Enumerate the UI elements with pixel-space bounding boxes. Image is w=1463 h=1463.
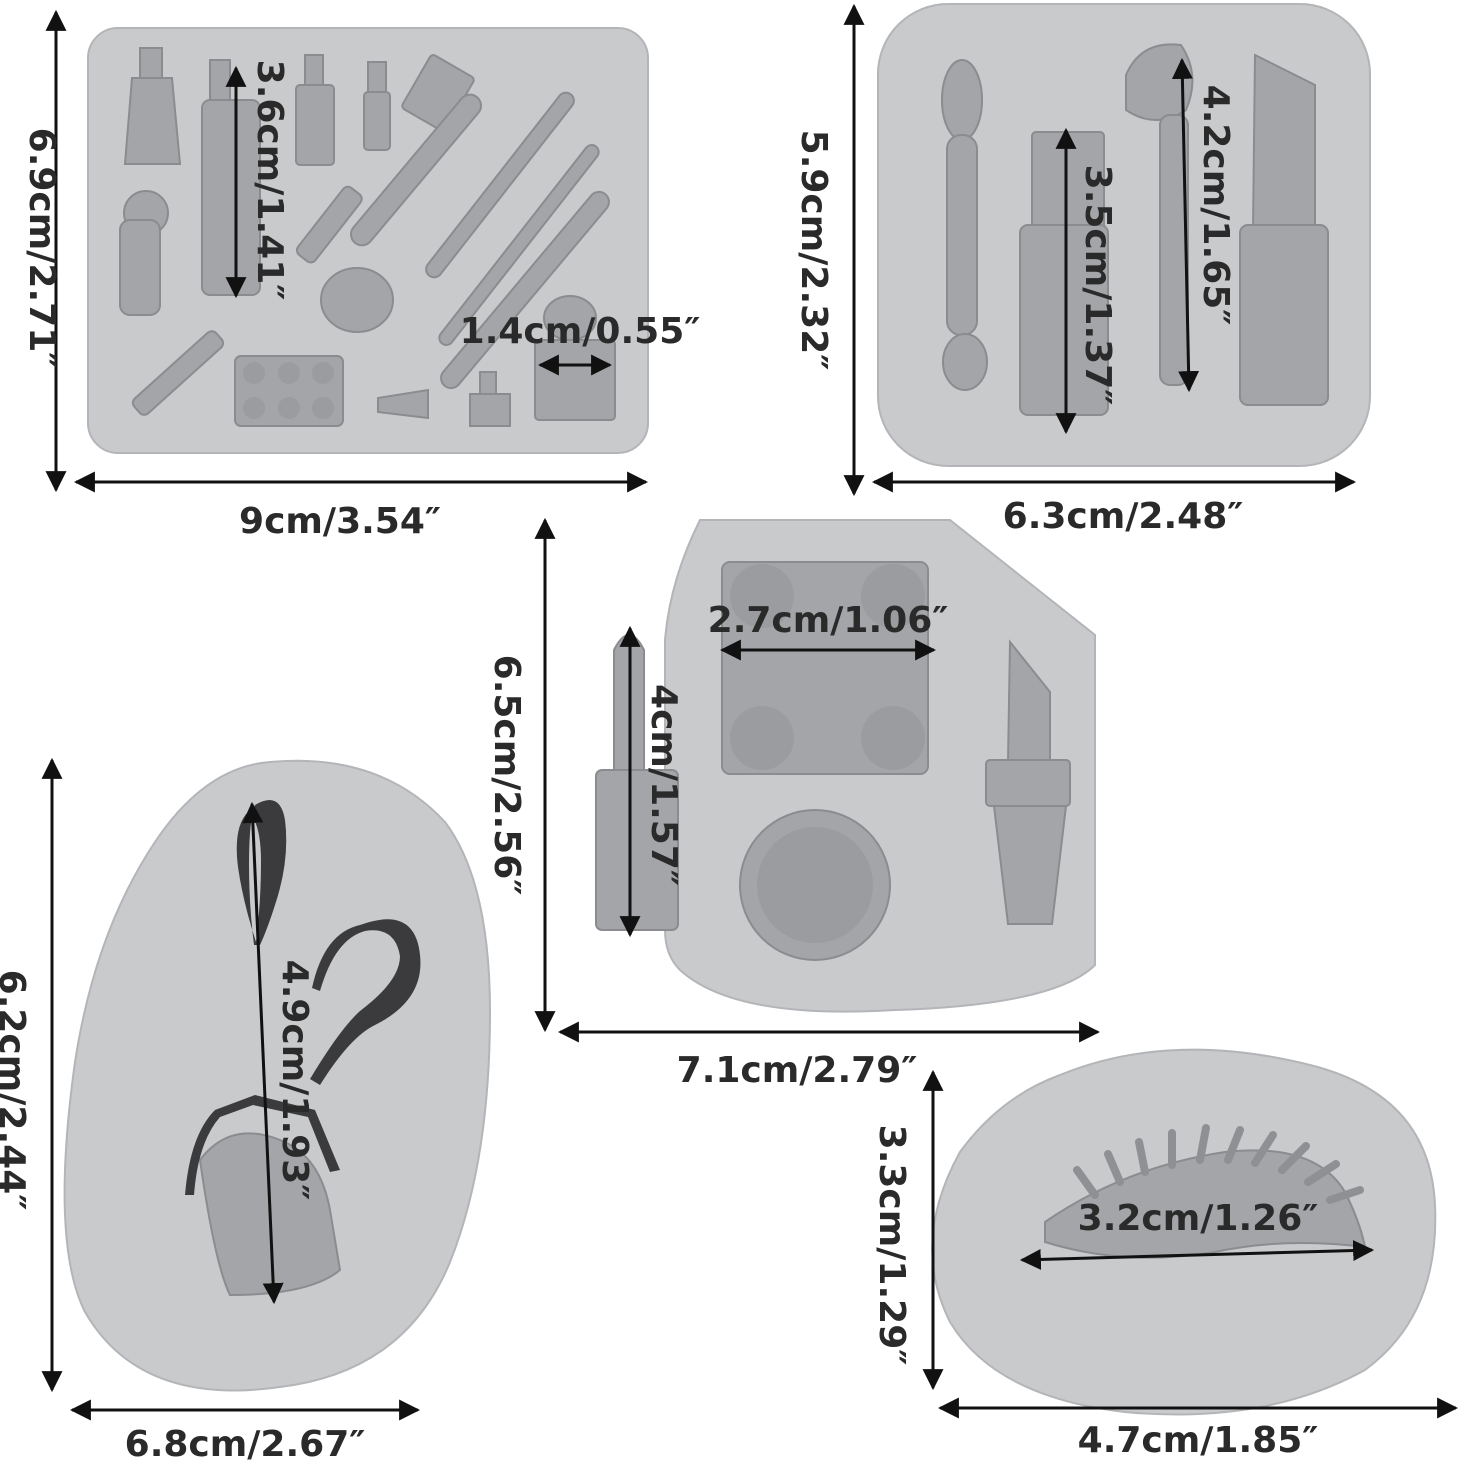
eyelash-width-label: 4.7cm/1.85″ — [1078, 1420, 1319, 1461]
cosmetic-set-height-label: 6.9cm/2.71″ — [21, 128, 62, 369]
eyelash-curler-curler-arrow — [242, 801, 284, 1305]
palette-set-palette-label: 2.7cm/1.06″ — [708, 600, 949, 641]
eyelash-curler-mold: 6.8cm/2.67″ 6.2cm/2.44″ 4.9cm/1.93″ — [0, 757, 492, 1463]
cosmetic-set-bottle-label: 3.6cm/1.41″ — [249, 60, 290, 301]
eyelash-height-label: 3.3cm/1.29″ — [871, 1125, 912, 1366]
brush-set-bottle-label: 3.5cm/1.37″ — [1077, 165, 1118, 406]
eyelash-cavities — [1044, 1124, 1367, 1259]
brush-set-width-label: 6.3cm/2.48″ — [1003, 496, 1244, 537]
brush-set-brush-arrow — [1171, 57, 1200, 393]
eyelash-curler-width-label: 6.8cm/2.67″ — [125, 1424, 366, 1463]
eyelash-curler-curler-label: 4.9cm/1.93″ — [274, 960, 315, 1201]
brush-set-height-label: 5.9cm/2.32″ — [793, 130, 834, 371]
brush-set-mold: 6.3cm/2.48″ 5.9cm/2.32″ 3.5cm/1.37″ 4.2c… — [793, 3, 1371, 537]
cosmetic-set-mold: 9cm/3.54″ 6.9cm/2.71″ 3.6cm/1.41″ 1.4cm/… — [21, 9, 701, 542]
palette-set-width-label: 7.1cm/2.79″ — [677, 1050, 918, 1091]
palette-set-lipstick-label: 4cm/1.57″ — [643, 684, 684, 886]
palette-set-cavities — [595, 561, 1071, 961]
eyelash-lash-arrow — [1019, 1240, 1375, 1270]
eyelash-lash-label: 3.2cm/1.26″ — [1078, 1198, 1319, 1239]
palette-set-mold: 7.1cm/2.79″ 6.5cm/2.56″ 2.7cm/1.06″ 4cm/… — [486, 517, 1101, 1091]
brush-set-brush-label: 4.2cm/1.65″ — [1195, 85, 1236, 326]
cosmetic-set-width-label: 9cm/3.54″ — [239, 501, 441, 542]
eyelash-mold: 4.7cm/1.85″ 3.3cm/1.29″ 3.2cm/1.26″ — [871, 1048, 1459, 1461]
palette-set-height-label: 6.5cm/2.56″ — [486, 655, 527, 896]
cosmetic-set-detail-label: 1.4cm/0.55″ — [460, 311, 701, 352]
eyelash-curler-height-label: 6.2cm/2.44″ — [0, 970, 32, 1211]
